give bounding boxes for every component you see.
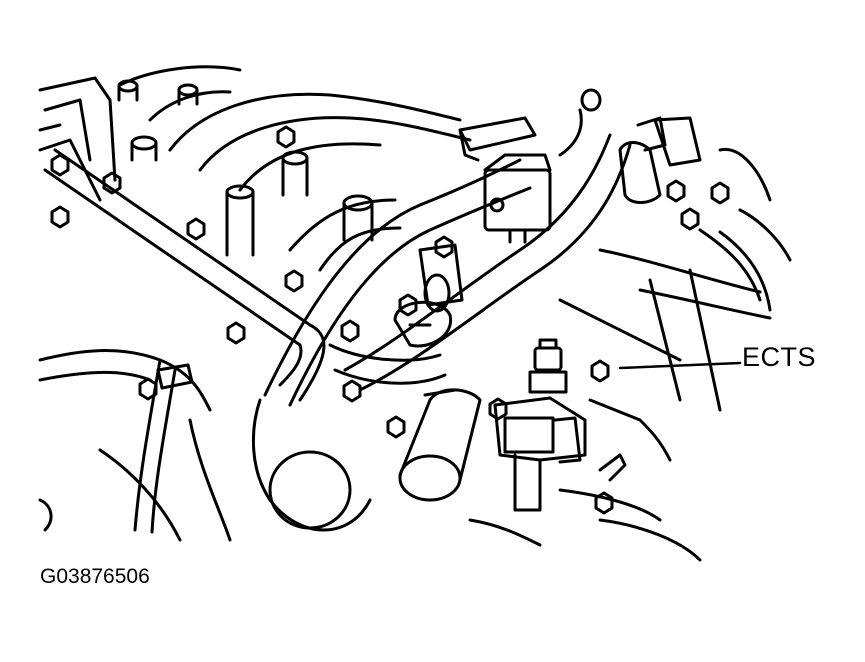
ects-leader-line <box>618 361 742 370</box>
lower-left-hose <box>38 349 212 534</box>
mounting-bolts <box>50 125 730 515</box>
ects-callout-label: ECTS <box>742 342 817 372</box>
heater-hose <box>263 133 632 407</box>
right-side-pipes <box>558 228 772 462</box>
ects-sensor-assembly <box>493 338 627 512</box>
water-outlet <box>398 388 482 502</box>
upper-coolant-pipe <box>43 148 326 402</box>
intake-manifold-runners <box>38 65 472 272</box>
vacuum-nipples <box>117 79 374 257</box>
figure-id: G03876506 <box>40 565 150 588</box>
engine-block-outline <box>38 147 792 562</box>
vacuum-solenoid <box>458 88 602 244</box>
wiring-connector <box>618 116 702 204</box>
thermostat-housing <box>328 243 464 385</box>
